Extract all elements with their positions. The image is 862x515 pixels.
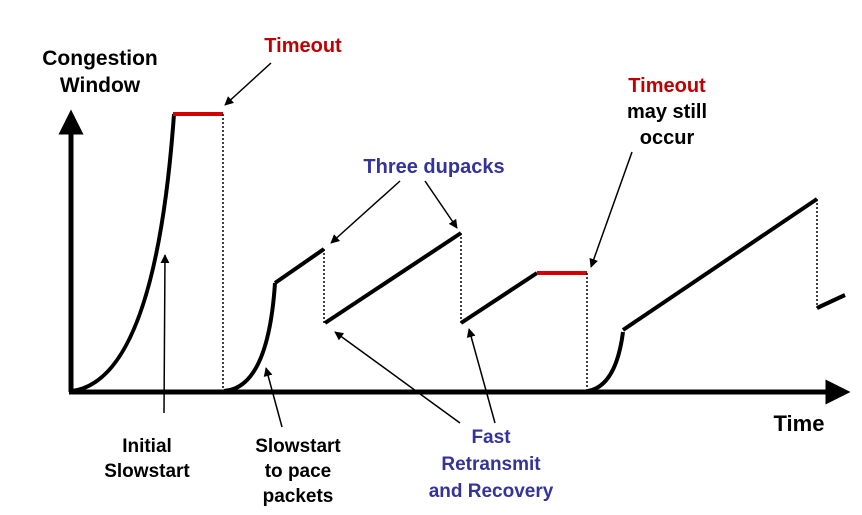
arrow-timeout-2 — [589, 151, 633, 268]
annotation-arrows — [160, 62, 633, 428]
initial-slowstart-line1: Initial — [122, 436, 172, 457]
fast-retransmit-line2: Retransmit — [441, 454, 541, 475]
y-axis-label-line2: Window — [60, 74, 141, 97]
arrow-dupack-2 — [424, 180, 458, 229]
timeout-label-2-line1: Timeout — [628, 75, 706, 97]
time-axis-label: Time — [774, 411, 825, 436]
initial-slowstart-curve — [71, 113, 176, 393]
timeout-label-2-line3: occur — [640, 127, 695, 149]
arrow-initial — [160, 254, 170, 414]
window-growth-1 — [273, 247, 326, 285]
arrow-slowstart — [263, 367, 283, 428]
arrow-timeout-1 — [224, 62, 272, 106]
window-drops — [222, 114, 818, 391]
arrow-fast-1 — [334, 331, 461, 424]
y-axis-label-line1: Congestion — [42, 47, 158, 70]
timeout-label-1: Timeout — [264, 35, 342, 57]
window-growth-3 — [459, 271, 539, 325]
three-dupacks-label: Three dupacks — [363, 156, 504, 178]
cwnd-curve — [71, 113, 846, 393]
slowstart-pace-line3: packets — [263, 486, 334, 507]
window-growth-4 — [621, 197, 819, 332]
window-growth-5 — [816, 293, 846, 310]
fast-retransmit-line1: Fast — [471, 427, 511, 448]
slowstart-curve-1 — [223, 282, 277, 393]
window-growth-2 — [323, 231, 463, 325]
arrow-fast-2 — [466, 328, 496, 424]
slowstart-pace-line2: to pace — [265, 461, 332, 482]
slowstart-curve-2 — [587, 331, 625, 393]
fast-retransmit-line3: and Recovery — [429, 481, 554, 502]
slowstart-pace-line1: Slowstart — [255, 436, 341, 457]
initial-slowstart-line2: Slowstart — [104, 461, 190, 482]
timeout-label-2-line2: may still — [627, 101, 707, 123]
arrow-dupack-1 — [330, 180, 401, 244]
